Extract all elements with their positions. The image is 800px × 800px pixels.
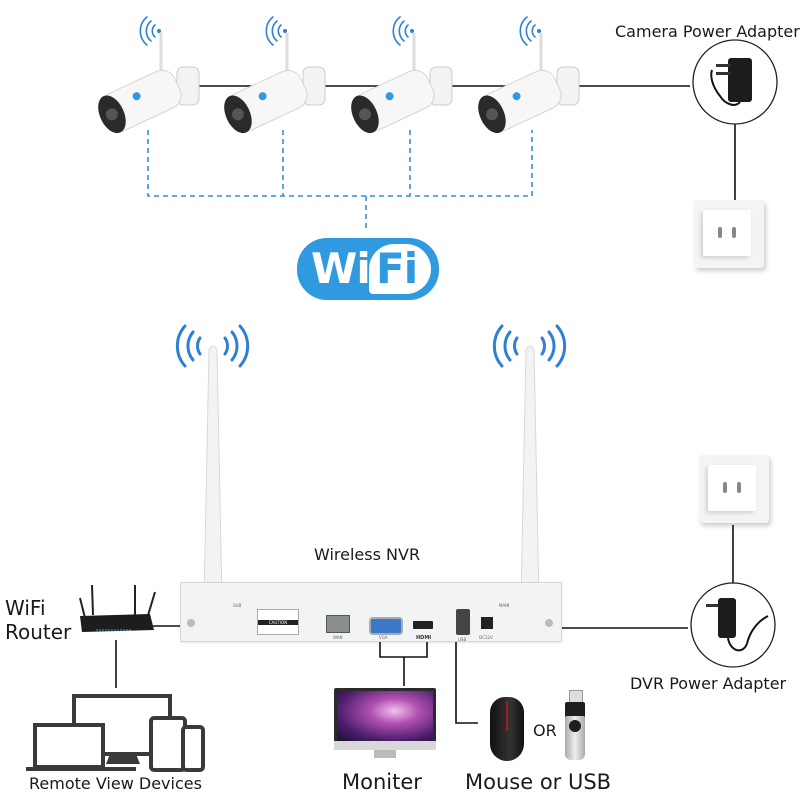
bullet-camera-icon	[348, 15, 458, 135]
wifi-router-label-line2: Router	[5, 620, 72, 644]
sub-antenna-label: SUB	[233, 603, 242, 608]
mouse-or-usb-label: Mouse or USB	[465, 770, 612, 794]
bullet-camera-icon	[221, 15, 331, 135]
mouse-icon	[490, 697, 524, 761]
camera-power-adapter-label: Camera Power Adapter	[615, 22, 800, 41]
wifi-router-label-line1: WiFi	[5, 596, 46, 620]
caution-label: CAUTION	[257, 609, 299, 635]
imac-monitor-icon	[334, 688, 436, 758]
nvr-screw-left	[187, 619, 195, 627]
video-to-monitor-cable	[379, 640, 428, 686]
wifi-signal-icon	[392, 16, 409, 46]
wall-outlet-icon	[699, 455, 769, 523]
moniter-label: Moniter	[342, 770, 422, 794]
main-antenna-label: MAIN	[499, 603, 510, 608]
usb-port-label: USB	[458, 637, 467, 642]
nvr-device: SUB MAIN CAUTION WAN VGA HDMI USB DC12V	[180, 582, 562, 642]
dvr-power-adapter-label: DVR Power Adapter	[630, 674, 787, 693]
vga-port[interactable]	[369, 617, 403, 635]
usb-ports[interactable]	[456, 609, 470, 635]
bullet-camera-icon	[95, 15, 205, 135]
bullet-camera-icon	[475, 15, 585, 135]
hdmi-port-label: HDMI	[416, 635, 432, 641]
hdmi-port[interactable]	[413, 621, 433, 629]
wifi-signal-icon	[265, 16, 282, 46]
wifi-signal-icon	[139, 16, 156, 46]
vga-port-label: VGA	[379, 635, 388, 640]
wifi-logo-wi: Wi	[311, 244, 371, 293]
or-label: OR	[533, 721, 557, 740]
wifi-dashed-links	[147, 130, 533, 232]
wireless-nvr-label: Wireless NVR	[314, 545, 421, 564]
dc-power-port[interactable]	[481, 617, 493, 629]
dc-port-label: DC12V	[479, 635, 493, 640]
wifi-signal-icon	[519, 16, 536, 46]
wifi-logo: Wi Fi	[297, 238, 439, 300]
wan-port-label: WAN	[333, 635, 343, 640]
nvr-screw-right	[545, 619, 553, 627]
wan-port[interactable]	[326, 615, 350, 633]
wall-outlet-icon	[694, 200, 764, 268]
wifi-logo-fi: Fi	[376, 244, 418, 293]
usb-to-mouse-cable	[455, 638, 478, 724]
remote-view-devices-label: Remote View Devices	[29, 774, 202, 793]
usb-drive-icon	[565, 690, 585, 762]
